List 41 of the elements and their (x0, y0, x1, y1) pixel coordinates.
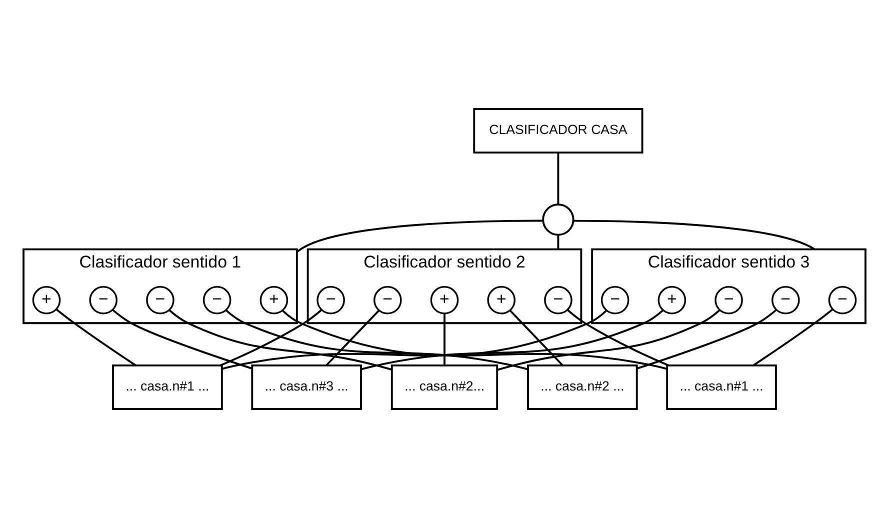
node-circle: − (146, 286, 174, 314)
node-circle: + (259, 286, 288, 314)
node-box: ... casa.n#3 ... (250, 364, 362, 410)
connector (56, 308, 136, 366)
connector (636, 309, 776, 370)
node-circle: − (88, 286, 118, 314)
connector (219, 309, 322, 366)
node-circle: − (828, 286, 856, 314)
node-circle: + (430, 286, 458, 314)
connector (508, 310, 563, 366)
node-circle: − (770, 286, 800, 314)
connector (443, 313, 445, 366)
node-circle: − (202, 286, 231, 314)
connector (360, 310, 664, 370)
node-box: ... casa.n#1 ... (666, 364, 776, 410)
node-box: CLASIFICADOR CASA (472, 108, 643, 154)
connector (221, 310, 607, 370)
node-circle: − (714, 286, 742, 314)
node-box: ... casa.n#2... (390, 364, 498, 410)
node-circle: − (316, 286, 344, 314)
connector (224, 310, 528, 370)
node-circle: + (486, 286, 516, 314)
node-circle: − (544, 286, 572, 314)
connector (572, 220, 815, 250)
node-circle: + (657, 286, 686, 314)
node-box: ... casa.n#1 ... (112, 364, 222, 410)
node-circle: − (372, 286, 402, 314)
connector (112, 309, 252, 370)
node-circle: − (600, 286, 629, 314)
connector (752, 308, 832, 366)
connector (496, 309, 720, 371)
connector (556, 234, 559, 250)
connector (325, 310, 380, 366)
connector (556, 152, 559, 204)
connector (168, 309, 392, 371)
connector (566, 309, 669, 366)
node-circle: + (32, 286, 60, 314)
connector (296, 220, 542, 253)
node-box: ... casa.n#2 ... (526, 364, 638, 410)
connector (281, 310, 667, 370)
node-circle (542, 204, 574, 236)
